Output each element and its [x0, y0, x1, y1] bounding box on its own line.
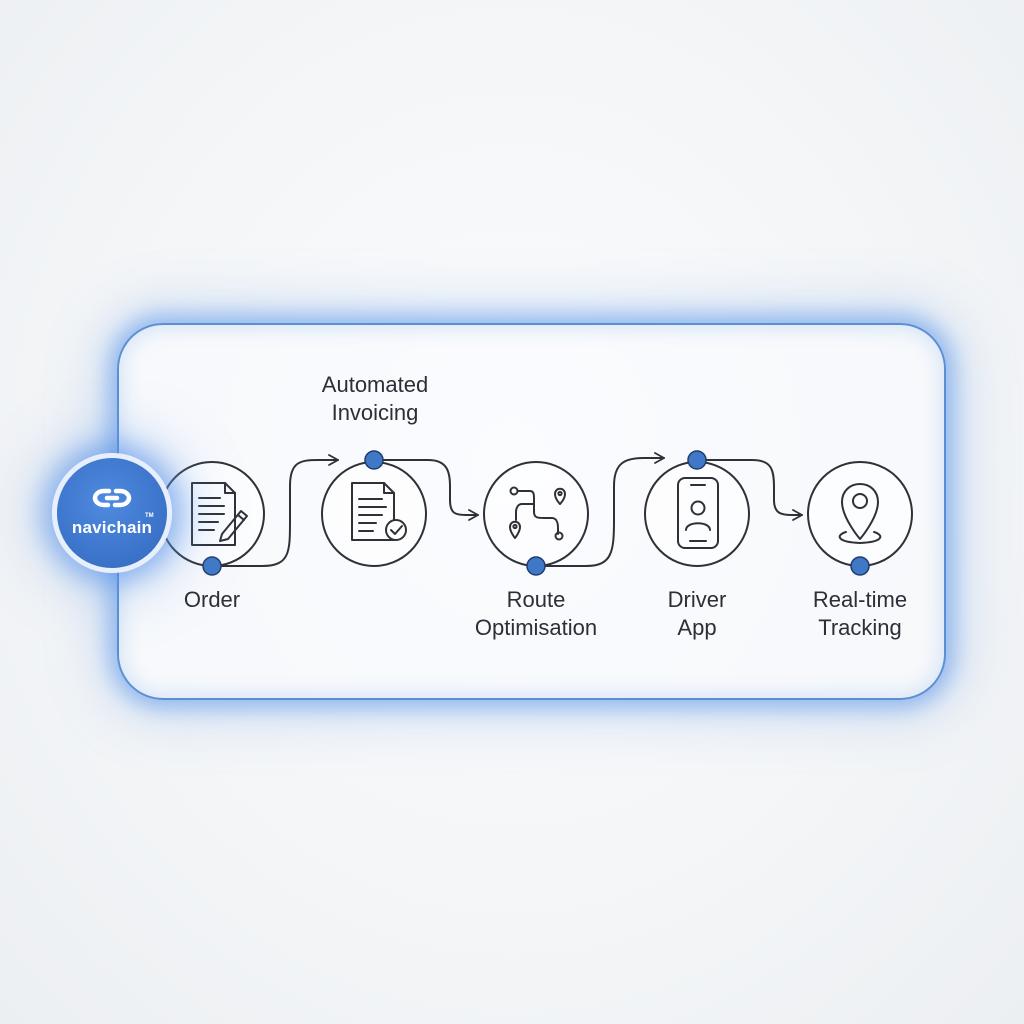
step-label-route-optimisation: Route Optimisation: [446, 586, 626, 642]
step-label-driver-app: Driver App: [627, 586, 767, 642]
node-dot-invoicing: [364, 450, 384, 470]
connector-driver-to-tracking: [697, 459, 803, 521]
node-dot-order: [202, 556, 222, 576]
step-label-order-line-1: Order: [183, 587, 241, 612]
node-dot-tracking: [850, 556, 870, 576]
step-label-order: Order: [150, 586, 274, 614]
chain-link-logo-icon: [92, 488, 132, 508]
connector-invoicing-to-route: [373, 459, 479, 521]
node-dot-driver: [687, 450, 707, 470]
step-label-driver-line-1: Driver: [667, 587, 727, 612]
step-label-invoicing-line-1: Automated: [321, 372, 429, 397]
step-label-route-line-2: Optimisation: [474, 615, 598, 640]
navichain-logo-badge: navichain TM: [52, 453, 172, 573]
step-circle-route: [483, 461, 589, 567]
brand-name: navichain: [71, 518, 153, 537]
order-document-pen-icon: [191, 482, 248, 546]
step-label-automated-invoicing: Automated Invoicing: [290, 371, 460, 427]
route-map-pins-icon: [509, 486, 566, 541]
step-label-route-line-1: Route: [506, 587, 566, 612]
node-dot-route: [526, 556, 546, 576]
location-pin-icon: [838, 483, 882, 544]
step-circle-tracking: [807, 461, 913, 567]
invoice-check-icon: [351, 482, 407, 541]
step-label-invoicing-line-2: Invoicing: [331, 400, 419, 425]
step-label-driver-line-2: App: [677, 615, 717, 640]
connector-route-to-driver: [535, 452, 665, 567]
step-label-real-time-tracking: Real-time Tracking: [785, 586, 935, 642]
step-label-tracking-line-2: Tracking: [818, 615, 902, 640]
connector-order-to-invoicing: [211, 454, 339, 567]
step-label-tracking-line-1: Real-time: [812, 587, 908, 612]
smartphone-user-icon: [677, 477, 719, 549]
brand-trademark: TM: [145, 513, 154, 519]
